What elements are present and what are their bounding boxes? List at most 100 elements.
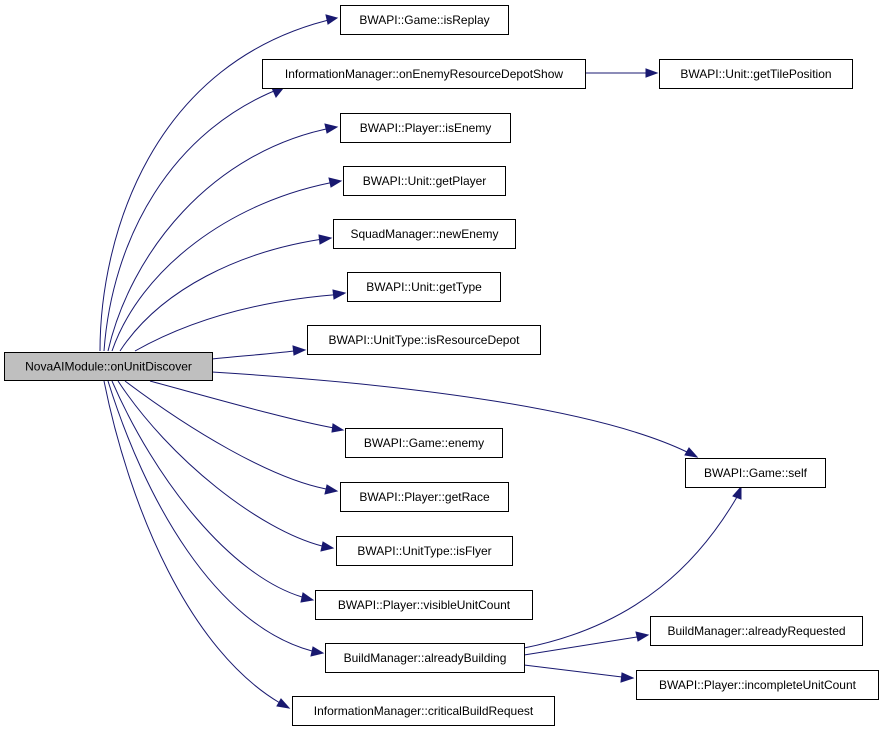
node-box[interactable] <box>340 482 509 512</box>
node-info-criticalbuildrequest[interactable]: InformationManager::criticalBuildRequest <box>292 696 555 726</box>
node-unittype-isresourcedepot[interactable]: BWAPI::UnitType::isResourceDepot <box>307 325 541 355</box>
node-box[interactable] <box>636 670 879 700</box>
node-box[interactable] <box>4 352 213 381</box>
edge-root-to-player-isenemy <box>107 123 339 352</box>
node-label: BWAPI::UnitType::isFlyer <box>357 544 491 558</box>
edge-build-alreadybuilding-to-build-alreadyrequested <box>523 631 650 656</box>
node-box[interactable] <box>650 616 863 646</box>
node-box[interactable] <box>336 536 513 566</box>
node-box[interactable] <box>340 5 509 35</box>
node-player-isenemy[interactable]: BWAPI::Player::isEnemy <box>340 113 511 143</box>
edge-arrowhead <box>324 484 339 495</box>
edge-line <box>117 380 323 547</box>
node-box[interactable] <box>333 219 516 249</box>
node-unittype-isflyer[interactable]: BWAPI::UnitType::isFlyer <box>336 536 513 566</box>
edge-arrowhead <box>325 14 339 25</box>
node-box[interactable] <box>343 166 506 196</box>
edge-root-to-unit-getplayer <box>111 177 343 352</box>
edge-root-to-player-getrace <box>124 380 339 495</box>
edge-root-to-game-self <box>211 371 699 458</box>
edge-line <box>523 664 623 678</box>
node-label: NovaAIModule::onUnitDiscover <box>25 360 192 374</box>
edges-layer <box>99 14 742 709</box>
node-player-incompleteunitcount[interactable]: BWAPI::Player::incompleteUnitCount <box>636 670 879 700</box>
node-unit-gettileposition[interactable]: BWAPI::Unit::getTilePosition <box>659 59 853 89</box>
edge-line <box>124 380 327 490</box>
edge-root-to-info-onenemyresourcedepotshow <box>103 86 286 352</box>
node-game-enemy[interactable]: BWAPI::Game::enemy <box>345 428 503 458</box>
edge-build-alreadybuilding-to-player-incompleteunitcount <box>523 664 635 683</box>
edge-arrowhead <box>324 123 339 134</box>
node-label: BuildManager::alreadyBuilding <box>344 651 507 665</box>
edge-arrowhead <box>300 592 315 603</box>
node-box[interactable] <box>262 59 586 89</box>
node-build-alreadyrequested[interactable]: BuildManager::alreadyRequested <box>650 616 863 646</box>
edge-arrowhead <box>332 289 347 300</box>
edge-root-to-squad-newenemy <box>119 234 333 352</box>
node-player-visibleunitcount[interactable]: BWAPI::Player::visibleUnitCount <box>315 590 533 620</box>
edge-build-alreadybuilding-to-game-self <box>523 485 742 649</box>
node-game-self[interactable]: BWAPI::Game::self <box>685 458 826 488</box>
node-label: BWAPI::Player::visibleUnitCount <box>338 598 511 612</box>
node-label: BuildManager::alreadyRequested <box>667 624 845 638</box>
edge-line <box>211 350 295 360</box>
edge-root-to-unit-gettype <box>134 289 347 352</box>
node-unit-getplayer[interactable]: BWAPI::Unit::getPlayer <box>343 166 506 196</box>
edge-line <box>134 293 345 352</box>
node-label: BWAPI::Game::isReplay <box>359 13 489 27</box>
node-label: BWAPI::Player::incompleteUnitCount <box>659 678 857 692</box>
node-player-getrace[interactable]: BWAPI::Player::getRace <box>340 482 509 512</box>
edge-root-to-info-criticalbuildrequest <box>103 380 291 709</box>
node-label: BWAPI::Game::self <box>704 466 808 480</box>
edge-line <box>211 371 688 453</box>
edge-arrowhead <box>331 423 345 433</box>
node-label: InformationManager::criticalBuildRequest <box>314 704 534 718</box>
edge-arrowhead <box>645 68 659 78</box>
node-box[interactable] <box>659 59 853 89</box>
edge-arrowhead <box>276 698 291 709</box>
node-box[interactable] <box>347 272 501 302</box>
node-label: BWAPI::Unit::getType <box>366 280 482 294</box>
edge-root-to-player-visibleunitcount <box>111 380 315 603</box>
node-box[interactable] <box>340 113 511 143</box>
edge-line <box>523 496 738 649</box>
edge-arrowhead <box>620 672 635 683</box>
node-info-onenemyresourcedepotshow[interactable]: InformationManager::onEnemyResourceDepot… <box>262 59 586 89</box>
edge-line <box>99 17 338 352</box>
edge-line <box>103 380 281 704</box>
edge-line <box>103 86 285 352</box>
edge-line <box>107 380 313 652</box>
node-build-alreadybuilding[interactable]: BuildManager::alreadyBuilding <box>325 643 525 673</box>
node-label: InformationManager::onEnemyResourceDepot… <box>285 67 563 81</box>
node-game-isreplay[interactable]: BWAPI::Game::isReplay <box>340 5 509 35</box>
node-root[interactable]: NovaAIModule::onUnitDiscover <box>4 352 213 381</box>
edge-line <box>107 126 337 352</box>
node-box[interactable] <box>345 428 503 458</box>
node-squad-newenemy[interactable]: SquadManager::newEnemy <box>333 219 516 249</box>
node-box[interactable] <box>292 696 555 726</box>
node-box[interactable] <box>307 325 541 355</box>
edge-arrowhead <box>318 234 333 245</box>
edge-root-to-unittype-isflyer <box>117 380 335 552</box>
node-label: BWAPI::Unit::getPlayer <box>363 174 487 188</box>
node-box[interactable] <box>325 643 525 673</box>
node-box[interactable] <box>315 590 533 620</box>
edge-line <box>149 380 335 429</box>
edge-arrowhead <box>292 345 307 356</box>
edge-arrowhead <box>320 541 335 552</box>
node-label: BWAPI::Unit::getTilePosition <box>680 67 831 81</box>
edge-line <box>523 636 638 656</box>
node-label: BWAPI::UnitType::isResourceDepot <box>329 333 521 347</box>
node-label: BWAPI::Game::enemy <box>364 436 484 450</box>
edge-arrowhead <box>732 485 742 500</box>
node-box[interactable] <box>685 458 826 488</box>
edge-root-to-game-isreplay <box>99 14 339 352</box>
edge-root-to-unittype-isresourcedepot <box>211 345 307 360</box>
node-label: SquadManager::newEnemy <box>350 227 498 241</box>
nodes-layer: NovaAIModule::onUnitDiscoverBWAPI::Game:… <box>4 5 879 726</box>
node-unit-gettype[interactable]: BWAPI::Unit::getType <box>347 272 501 302</box>
edge-line <box>119 237 331 352</box>
edge-root-to-build-alreadybuilding <box>107 380 325 657</box>
node-label: BWAPI::Player::getRace <box>359 490 490 504</box>
